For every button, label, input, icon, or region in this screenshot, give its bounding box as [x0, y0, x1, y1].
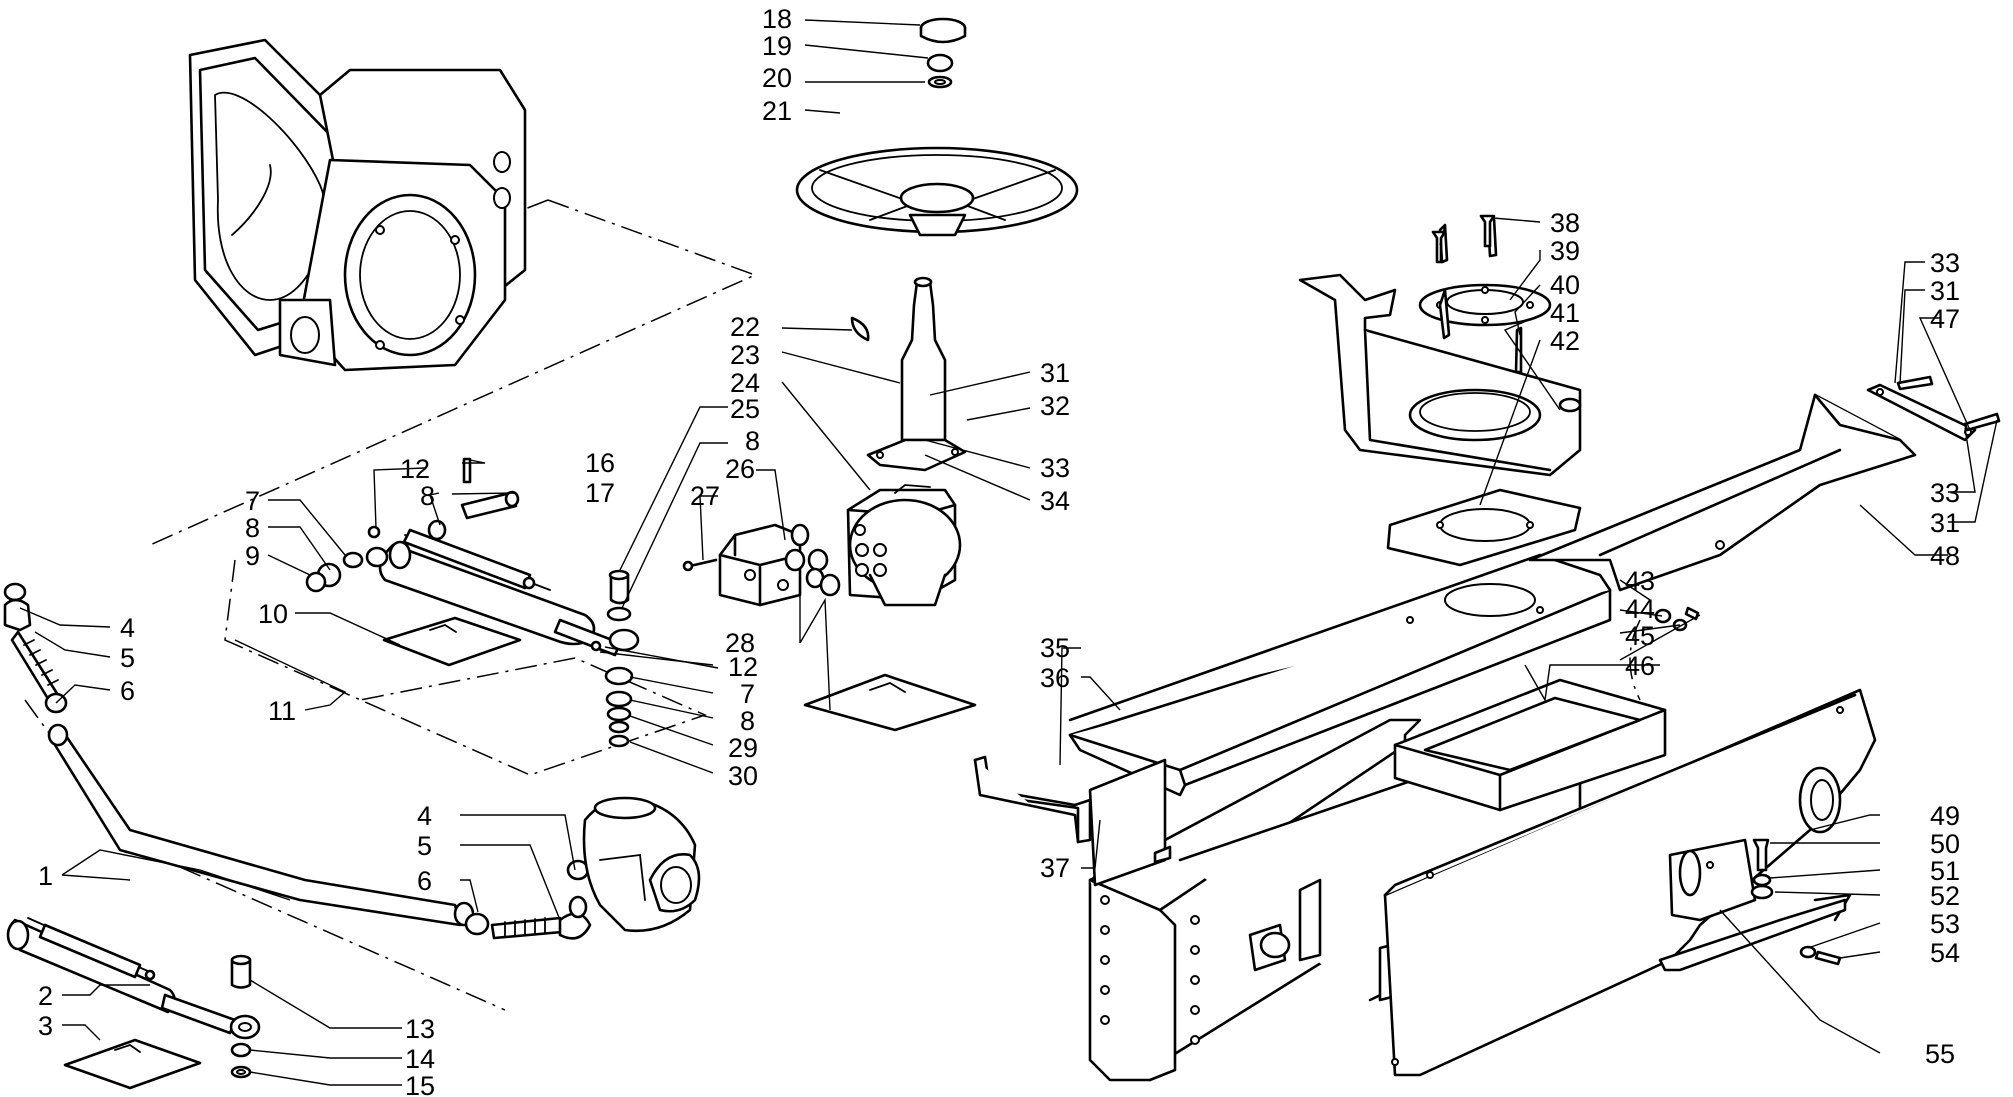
seal-kit-bag-28	[803, 673, 977, 732]
callout-5: 5	[417, 831, 432, 861]
callout-38: 38	[1550, 208, 1580, 238]
callout-33: 33	[1040, 453, 1070, 483]
callout-12: 12	[400, 454, 430, 484]
callout-7: 7	[740, 679, 755, 709]
seal-kit-bag-10	[382, 616, 522, 667]
callout-51: 51	[1930, 856, 1960, 886]
callout-8: 8	[245, 513, 260, 543]
callout-33: 33	[1930, 248, 1960, 278]
bolts-38	[1431, 214, 1496, 264]
callout-1: 1	[38, 861, 53, 891]
leader-lines	[19, 19, 1998, 1086]
callout-39: 39	[1550, 236, 1580, 266]
callout-21: 21	[762, 96, 792, 126]
callout-37: 37	[1040, 853, 1070, 883]
callout-9: 9	[245, 541, 260, 571]
callout-55: 55	[1925, 1039, 1955, 1069]
gasket-plate-42	[1386, 488, 1582, 567]
cylinder-pin-and-bolts	[367, 457, 520, 541]
callout-8: 8	[745, 426, 760, 456]
callout-30: 30	[728, 761, 758, 791]
mounting-bar-47	[1866, 375, 2001, 442]
steering-valve-unit	[846, 484, 962, 607]
callout-19: 19	[762, 31, 792, 61]
callout-17: 17	[585, 478, 615, 508]
callout-3: 3	[38, 1011, 53, 1041]
steering-wheel-cap	[919, 17, 967, 89]
fittings-column	[590, 569, 634, 748]
callout-6: 6	[417, 866, 432, 896]
callout-25: 25	[730, 394, 760, 424]
callout-13: 13	[405, 1014, 435, 1044]
callout-34: 34	[1040, 486, 1070, 516]
callout-53: 53	[1930, 909, 1960, 939]
callout-54: 54	[1930, 938, 1960, 968]
callout-11: 11	[268, 696, 296, 726]
callout-47: 47	[1930, 304, 1960, 334]
callout-36: 36	[1040, 663, 1070, 693]
pin-and-washers	[230, 954, 252, 1079]
callout-33: 33	[1930, 478, 1960, 508]
callout-7: 7	[245, 486, 260, 516]
callout-2: 2	[38, 981, 53, 1011]
steering-wheel	[795, 146, 1079, 237]
callout-6: 6	[120, 676, 135, 706]
callout-29: 29	[728, 733, 758, 763]
bolts-50-54	[1654, 606, 1842, 966]
tie-rod-end-left	[3, 582, 68, 714]
valve-block	[682, 523, 841, 607]
callout-46: 46	[1625, 651, 1655, 681]
clamp-35	[973, 755, 1092, 844]
callout-18: 18	[762, 4, 792, 34]
callout-31: 31	[1930, 508, 1960, 538]
callout-23: 23	[730, 340, 760, 370]
callout-labels: 1 2 3 4 5 6 4 5 6 7 8 9 10 11 12 8 16 17…	[38, 4, 1960, 1097]
steering-knuckle	[582, 796, 701, 933]
callout-32: 32	[1040, 391, 1070, 421]
side-plate-49	[1383, 688, 1877, 1077]
callout-31: 31	[1930, 276, 1960, 306]
callout-42: 42	[1550, 326, 1580, 356]
callout-12: 12	[728, 652, 758, 682]
hydraulic-cylinder-upper	[305, 528, 640, 657]
callout-43: 43	[1625, 566, 1655, 596]
callout-49: 49	[1930, 801, 1960, 831]
callout-15: 15	[405, 1071, 435, 1097]
callout-26: 26	[725, 454, 755, 484]
callout-44: 44	[1625, 594, 1655, 624]
tie-rod	[47, 723, 475, 927]
callout-4: 4	[417, 801, 432, 831]
callout-50: 50	[1930, 829, 1960, 859]
callout-4: 4	[120, 613, 135, 643]
callout-27: 27	[690, 481, 720, 511]
cross-member-36	[1068, 553, 1612, 797]
cover-plate-46	[1393, 678, 1667, 812]
tie-rod-end-right	[464, 859, 592, 940]
callout-41: 41	[1550, 298, 1580, 328]
callout-10: 10	[258, 599, 288, 629]
callout-8: 8	[420, 481, 435, 511]
steering-column	[850, 276, 967, 472]
callout-14: 14	[405, 1044, 435, 1074]
gearbox-housing	[188, 38, 527, 372]
callout-35: 35	[1040, 633, 1070, 663]
cross-member-48	[1528, 393, 1917, 592]
callout-20: 20	[762, 63, 792, 93]
callout-31: 31	[1040, 358, 1070, 388]
hydraulic-cylinder-lower	[6, 917, 261, 1040]
callout-45: 45	[1625, 621, 1655, 651]
callout-24: 24	[730, 368, 760, 398]
callout-40: 40	[1550, 270, 1580, 300]
callout-48: 48	[1930, 541, 1960, 571]
callout-5: 5	[120, 643, 135, 673]
callout-8: 8	[740, 706, 755, 736]
seal-kit-bag-3	[63, 1038, 202, 1090]
callout-28: 28	[725, 628, 755, 658]
callout-16: 16	[585, 448, 615, 478]
callout-52: 52	[1930, 881, 1960, 911]
callout-22: 22	[730, 312, 760, 342]
